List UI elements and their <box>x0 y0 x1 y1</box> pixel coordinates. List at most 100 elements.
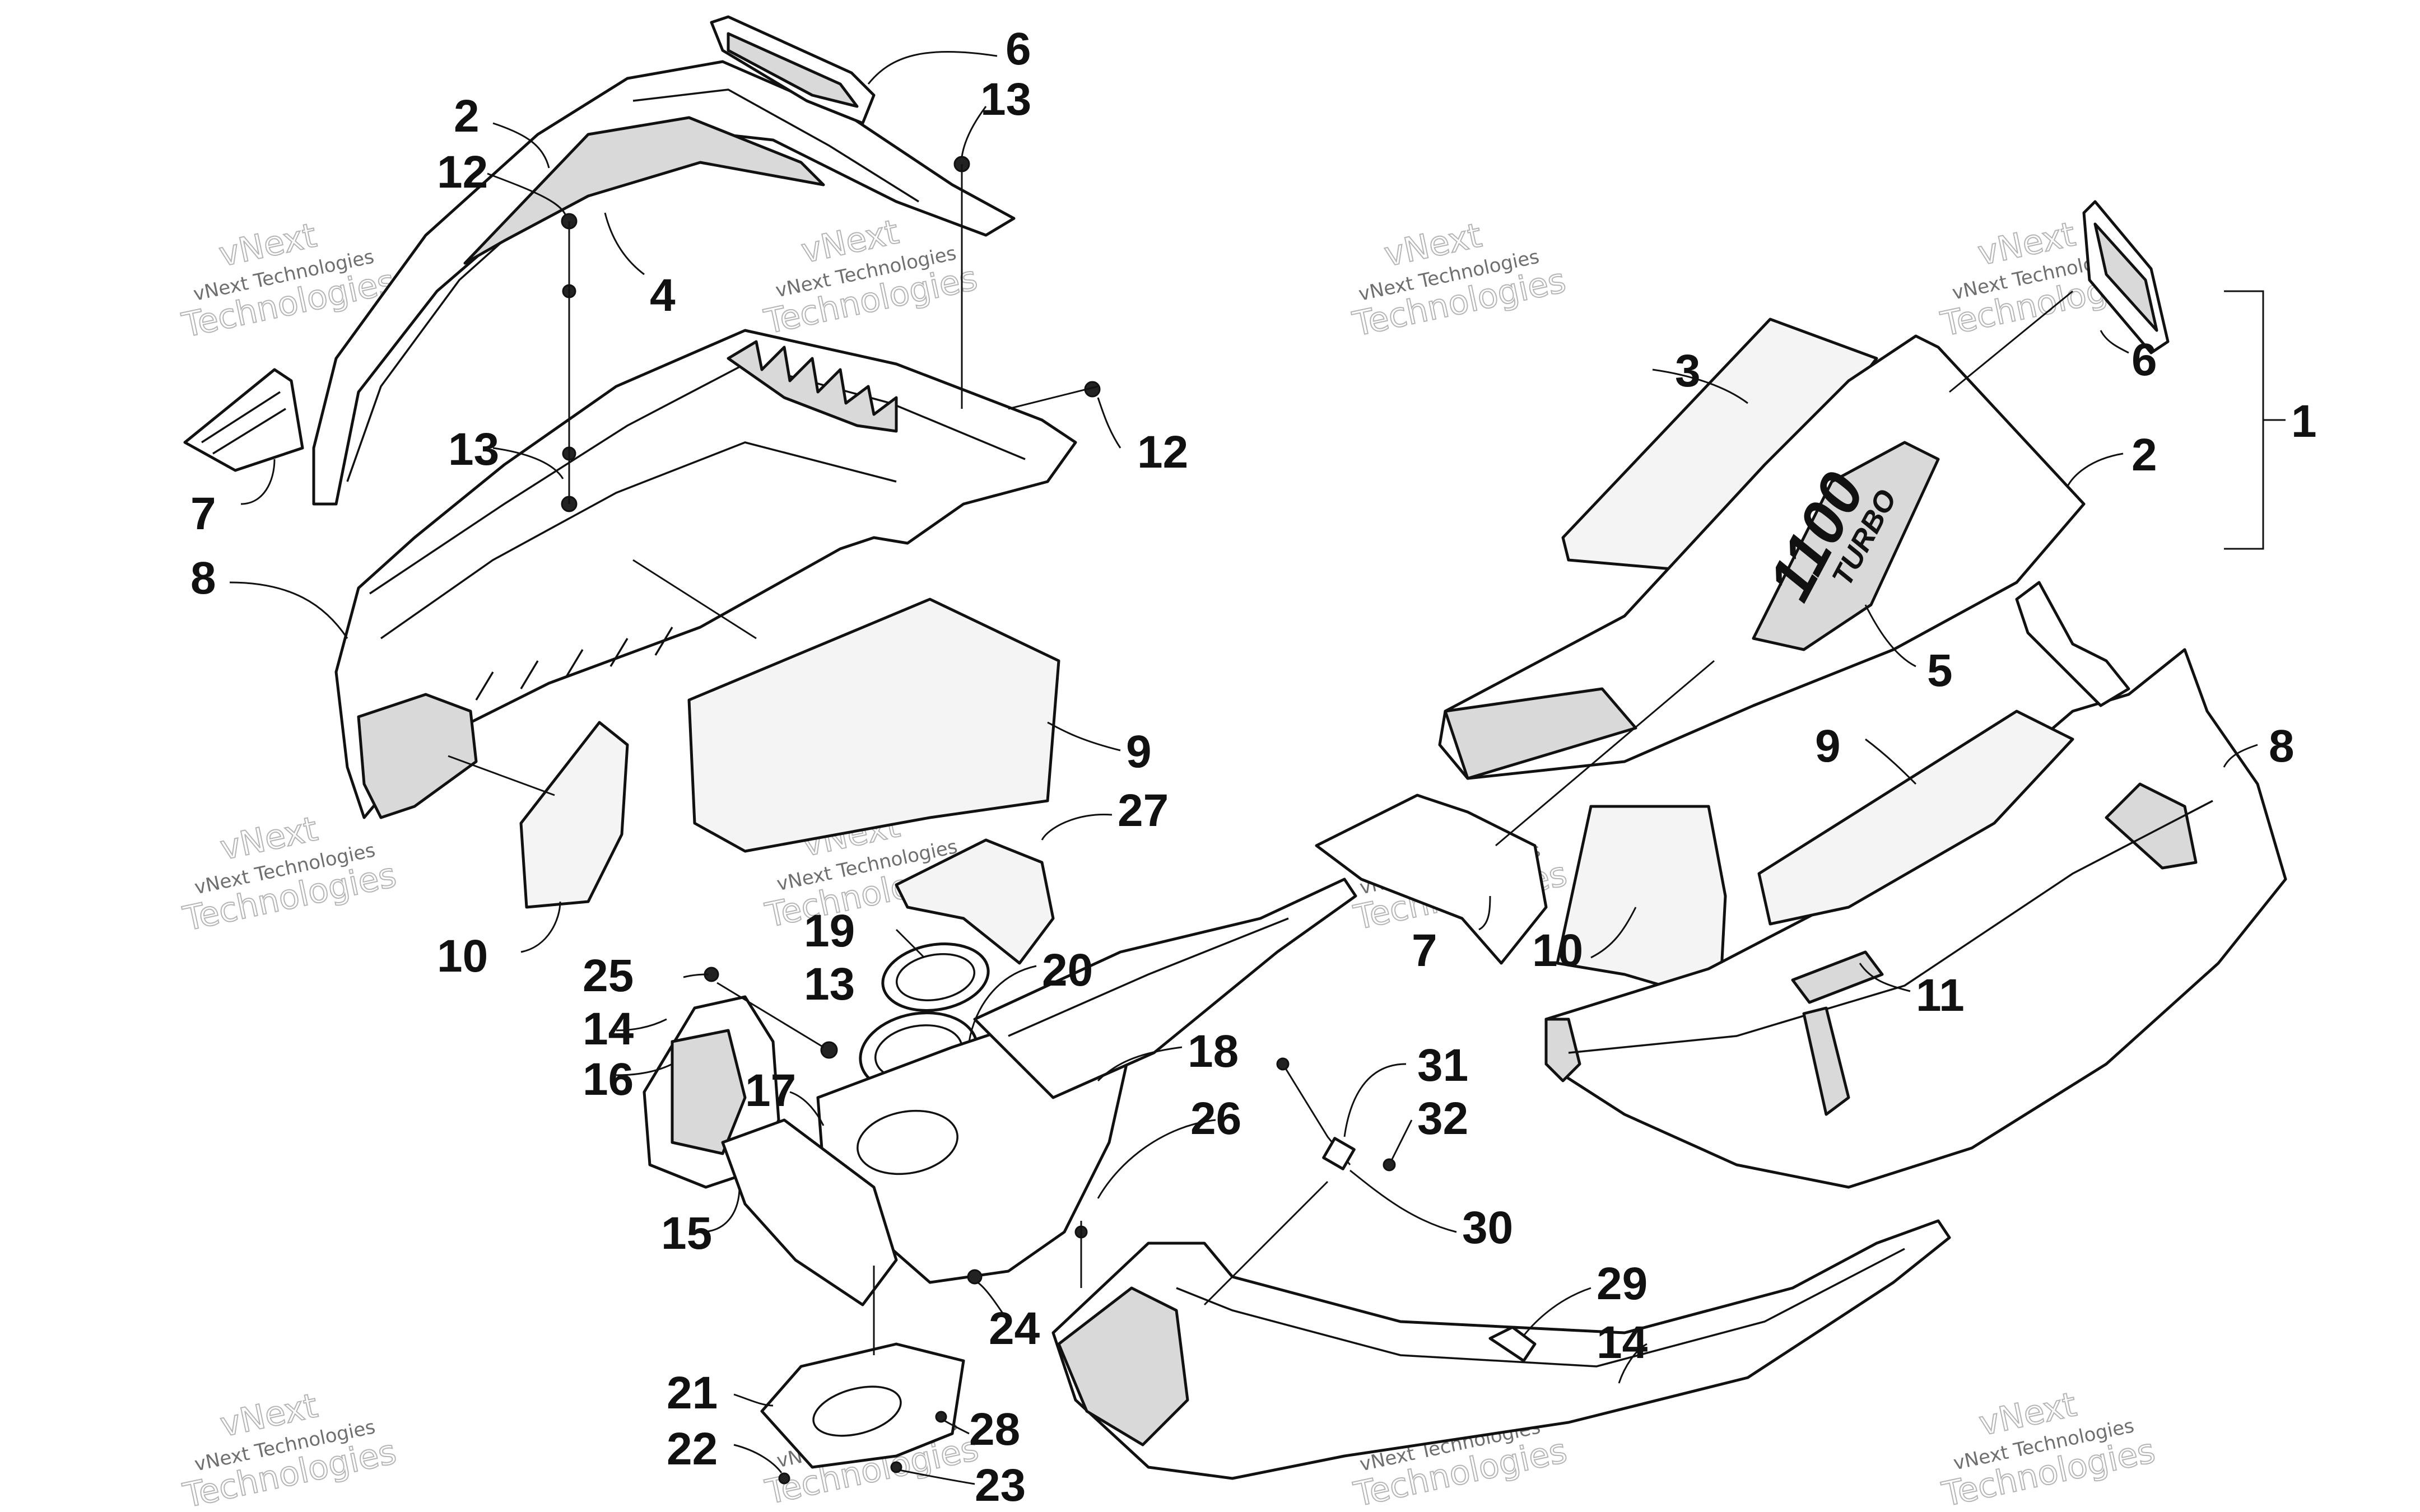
leader-13a <box>961 106 987 157</box>
watermark-9: Technologies vNext vNext Technologies <box>179 1385 401 1512</box>
callout-19: 19 <box>804 906 855 956</box>
leader-19 <box>895 928 925 959</box>
belly-pan-front <box>357 693 478 819</box>
assembly-bracket-1 <box>2224 290 2286 550</box>
callout-6a: 6 <box>1006 24 1031 74</box>
callout-12a: 12 <box>437 147 488 198</box>
belly-pan-left <box>334 329 1077 819</box>
hood-vent-right-mesh <box>2093 222 2158 332</box>
watermark-2: Technologies vNext vNext Technologies <box>760 212 981 342</box>
callout-4: 4 <box>650 270 676 321</box>
hood-vent-mesh <box>727 32 859 108</box>
leader-8a-inner <box>632 559 757 640</box>
belly-pan-14-ridge <box>1176 1248 1905 1368</box>
callout-15: 15 <box>661 1208 712 1259</box>
side-panel-16 <box>671 1029 747 1155</box>
leader-10a <box>520 901 561 953</box>
nut-13-mid <box>820 1041 838 1059</box>
belly-pan-14 <box>1051 1219 1951 1480</box>
hood-decal-panel-5 <box>1752 441 1940 651</box>
callout-18: 18 <box>1188 1026 1239 1077</box>
leader-2a <box>492 122 550 169</box>
callout-17: 17 <box>745 1065 796 1116</box>
leader-26 <box>1097 1119 1216 1199</box>
leader-4 <box>604 212 645 276</box>
screw-32 <box>1383 1158 1396 1172</box>
leader-21 <box>733 1393 774 1407</box>
belly-pan-right-ridge <box>1568 800 2213 1054</box>
callout-13b: 13 <box>448 424 499 475</box>
leader-3 <box>1652 368 1748 404</box>
leader-20 <box>968 965 1037 1042</box>
leader-25-axis <box>716 982 824 1048</box>
callout-23: 23 <box>975 1460 1026 1511</box>
shield-plate-27 <box>895 838 1055 965</box>
leader-5-axis <box>1495 660 1715 847</box>
watermark-1: Technologies vNext vNext Technologies <box>178 215 399 346</box>
callout-14b: 14 <box>1597 1317 1648 1368</box>
callout-2b: 2 <box>2132 430 2157 480</box>
leader-7b <box>1478 895 1491 931</box>
belly-pan-bottom <box>1051 1219 1951 1480</box>
belly-pan-14-front <box>1057 1286 1189 1446</box>
foam-insulator-left <box>687 598 1060 853</box>
leader-8a <box>229 581 348 639</box>
callout-7a: 7 <box>190 488 216 539</box>
leader-7a <box>240 459 276 505</box>
belly-pan-right-intake <box>2105 782 2198 870</box>
leader-lines <box>229 50 2258 1485</box>
leader-29 <box>1523 1287 1591 1336</box>
leader-22 <box>733 1444 783 1473</box>
cable-31-end <box>1276 1057 1290 1071</box>
callout-3: 3 <box>1675 346 1701 396</box>
belly-pan-rim <box>369 363 1026 640</box>
callout-16: 16 <box>583 1054 634 1105</box>
leader-2b <box>2066 452 2124 488</box>
hood-shell-inner-panel <box>463 116 825 265</box>
leader-9b <box>1865 738 1917 785</box>
leader-30 <box>1349 1169 1457 1233</box>
leader-10b <box>1590 907 1637 959</box>
callout-2a: 2 <box>454 91 480 142</box>
screw-24 <box>967 1269 983 1285</box>
callout-28: 28 <box>969 1404 1020 1455</box>
gasket-19-inner <box>895 953 976 1001</box>
trim-strip-11b <box>1802 1006 1850 1116</box>
callout-11: 11 <box>1916 970 1965 1021</box>
callout-26: 26 <box>1190 1093 1241 1144</box>
leader-32 <box>1391 1119 1413 1160</box>
duct-21 <box>760 1342 965 1469</box>
callout-5: 5 <box>1927 645 1953 696</box>
leader-12b <box>1097 397 1121 449</box>
side-vent-left-fins <box>201 391 286 455</box>
watermark-12: Technologies vNext vNext Technologies <box>1938 1384 2160 1512</box>
belly-pan-right-fins <box>2015 581 2130 707</box>
callout-9b: 9 <box>1815 721 1841 772</box>
callout-8b: 8 <box>2269 721 2295 772</box>
leader-28 <box>942 1418 970 1435</box>
leader-17 <box>789 1091 825 1126</box>
leader-16 <box>616 1063 673 1076</box>
callout-21: 21 <box>667 1368 718 1418</box>
bracket-arm-18-edge <box>1008 917 1289 1037</box>
leader-24 <box>977 1281 1009 1322</box>
leader-12a <box>487 172 567 216</box>
gasket-19 <box>881 942 990 1012</box>
callout-22: 22 <box>667 1424 718 1474</box>
callout-31: 31 <box>1417 1040 1468 1091</box>
callout-10a: 10 <box>437 931 488 982</box>
callout-9a: 9 <box>1126 726 1152 777</box>
leader-27 <box>1041 813 1113 841</box>
leader-6b-axis <box>1949 290 2073 393</box>
callout-30: 30 <box>1462 1202 1513 1253</box>
leader-12b-axis <box>1008 385 1099 410</box>
nose-assembly <box>643 838 1396 1485</box>
callout-25: 25 <box>583 950 634 1001</box>
leader-23 <box>899 1469 975 1485</box>
foam-block-left <box>519 721 629 909</box>
leader-14b <box>1618 1343 1648 1384</box>
duct-21-opening <box>812 1385 902 1437</box>
belly-pan-ribs <box>727 340 898 433</box>
callout-24: 24 <box>989 1303 1040 1354</box>
